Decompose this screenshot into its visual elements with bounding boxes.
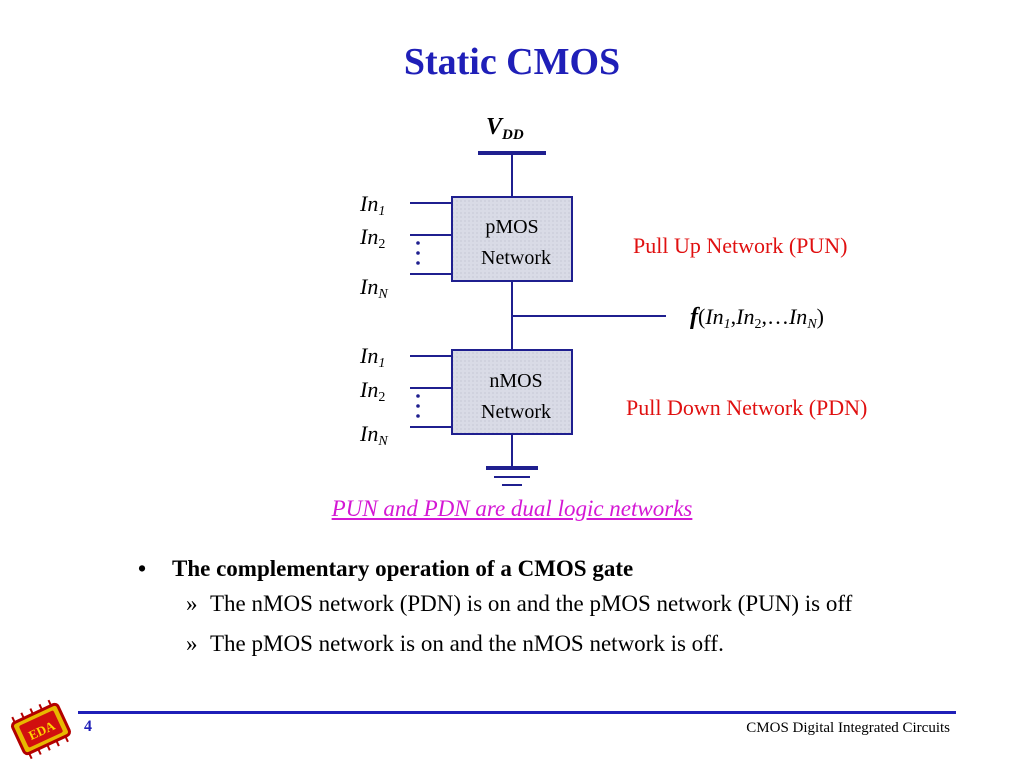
sub-bullet-mark: » — [186, 591, 198, 616]
nmos-network-block — [451, 349, 573, 435]
slide-title: Static CMOS — [403, 41, 621, 83]
eda-logo: EDA — [10, 699, 72, 760]
pmos-input-label-2: In2 — [359, 224, 385, 252]
bullet-dot: • — [138, 556, 147, 581]
pdn-label: Pull Down Network (PDN) — [626, 395, 867, 420]
nmos-input-label-1: In1 — [359, 343, 385, 371]
nmos-input-dots — [416, 394, 420, 418]
bullet-sub-1-text: The nMOS network (PDN) is on and the pMO… — [210, 591, 853, 616]
pmos-input-dots — [416, 241, 420, 265]
nmos-input-label-2: In2 — [359, 377, 385, 405]
pmos-network-block — [451, 196, 573, 282]
bullet-main: • The complementary operation of a CMOS … — [138, 556, 898, 582]
page-number: 4 — [84, 718, 92, 735]
ground-symbol — [486, 466, 538, 486]
footer-divider — [78, 711, 956, 714]
bullet-sub-1: » The nMOS network (PDN) is on and the p… — [186, 590, 898, 618]
footer-course-title: CMOS Digital Integrated Circuits — [746, 720, 950, 736]
pmos-block-line1: pMOS — [485, 216, 538, 238]
bullet-sub-2: » The pMOS network is on and the nMOS ne… — [186, 630, 898, 658]
dual-networks-note: PUN and PDN are dual logic networks — [331, 496, 693, 521]
pun-label: Pull Up Network (PUN) — [633, 233, 848, 258]
output-function-label: f(In1,In2,…InN) — [690, 304, 824, 332]
pmos-input-label-1: In1 — [359, 191, 385, 219]
bullet-sub-2-text: The pMOS network is on and the nMOS netw… — [210, 630, 724, 656]
sub-bullet-mark: » — [186, 630, 198, 656]
pmos-block-line2: Network — [481, 247, 551, 269]
nmos-block-line1: nMOS — [489, 370, 542, 392]
pmos-input-label-n: InN — [359, 274, 388, 302]
cmos-diagram: VDD pMOS Network nMOS Network — [359, 114, 867, 486]
vdd-label: VDD — [486, 114, 524, 143]
bullet-list: • The complementary operation of a CMOS … — [138, 556, 898, 657]
nmos-block-line2: Network — [481, 401, 551, 423]
nmos-input-label-n: InN — [359, 421, 388, 449]
bullet-main-text: The complementary operation of a CMOS ga… — [172, 556, 634, 581]
